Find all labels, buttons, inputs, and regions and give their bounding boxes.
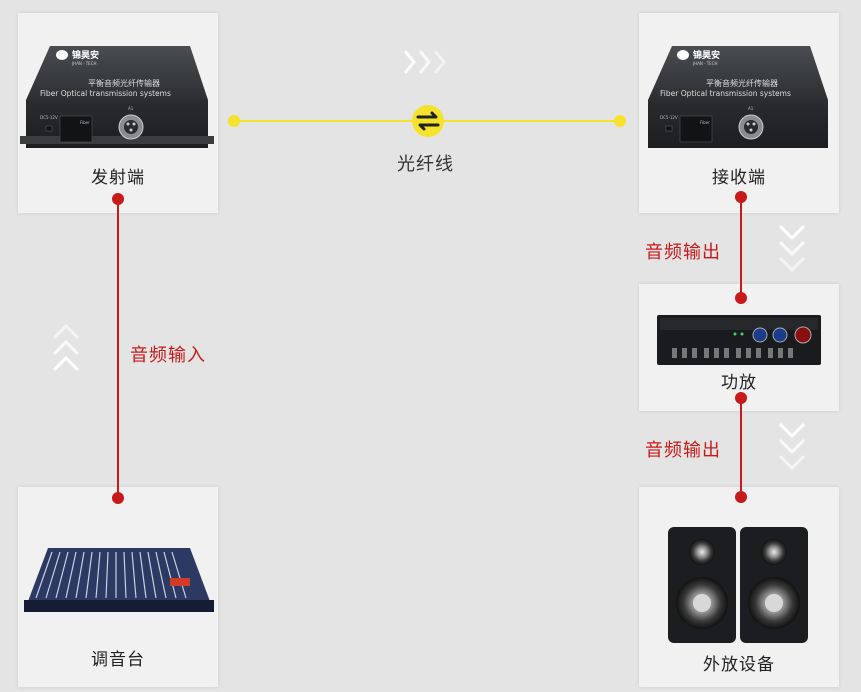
fiber-end-left xyxy=(228,115,240,127)
fiber-swap-icon xyxy=(412,105,444,137)
amplifier-device-image xyxy=(657,315,821,365)
fiber-label: 光纤线 xyxy=(397,154,454,175)
mixer-device-image xyxy=(24,548,214,612)
transmitter-brand: 锦昊安 xyxy=(72,49,99,61)
transmitter-title-cn: 平衡音频光纤传输器 xyxy=(88,78,160,88)
amplifier-label: 功放 xyxy=(721,373,757,393)
receiver-title-en: Fiber Optical transmission systems xyxy=(660,89,791,98)
receiver-device-image: 锦昊安 JHAN · TECH 平衡音频光纤传输器 Fiber Optical … xyxy=(648,46,828,148)
audio-out-label-2: 音频输出 xyxy=(645,440,721,461)
transmitter-title-en: Fiber Optical transmission systems xyxy=(40,89,171,98)
audio-in-label: 音频输入 xyxy=(130,345,206,366)
audio-out-label-1: 音频输出 xyxy=(645,242,721,263)
receiver-brand-sub: JHAN · TECH xyxy=(692,61,718,66)
audio-out-2-dot-bottom xyxy=(735,491,747,503)
audio-out-1-dot-top xyxy=(735,191,747,203)
transmitter-port-xlr: A1 xyxy=(128,106,134,111)
transmitter-port-power: DC5-12V xyxy=(40,115,58,120)
receiver-port-fiber: Fiber xyxy=(700,120,710,125)
receiver-label: 接收端 xyxy=(712,168,766,188)
transmitter-label: 发射端 xyxy=(91,168,145,188)
receiver-port-xlr: A1 xyxy=(748,106,754,111)
fiber-end-right xyxy=(614,115,626,127)
speakers-label: 外放设备 xyxy=(703,655,775,675)
transmitter-brand-sub: JHAN · TECH xyxy=(71,61,97,66)
receiver-port-power: DC5-12V xyxy=(660,115,678,120)
audio-in-dot-bottom xyxy=(112,492,124,504)
direction-chevrons-down-1 xyxy=(778,224,806,273)
audio-in-dot-top xyxy=(112,193,124,205)
transmitter-port-fiber: Fiber xyxy=(80,120,90,125)
transmitter-device-image: 锦昊安 JHAN · TECH 平衡音频光纤传输器 Fiber Optical … xyxy=(20,46,214,148)
direction-chevrons-top xyxy=(403,50,446,74)
receiver-title-cn: 平衡音频光纤传输器 xyxy=(706,78,778,88)
speakers-device-image xyxy=(668,527,808,643)
mixer-label: 调音台 xyxy=(91,650,145,670)
receiver-brand: 锦昊安 xyxy=(693,49,720,61)
audio-out-2-dot-top xyxy=(735,392,747,404)
audio-out-1-dot-bottom xyxy=(735,292,747,304)
direction-chevrons-up xyxy=(52,323,80,372)
direction-chevrons-down-2 xyxy=(778,422,806,471)
